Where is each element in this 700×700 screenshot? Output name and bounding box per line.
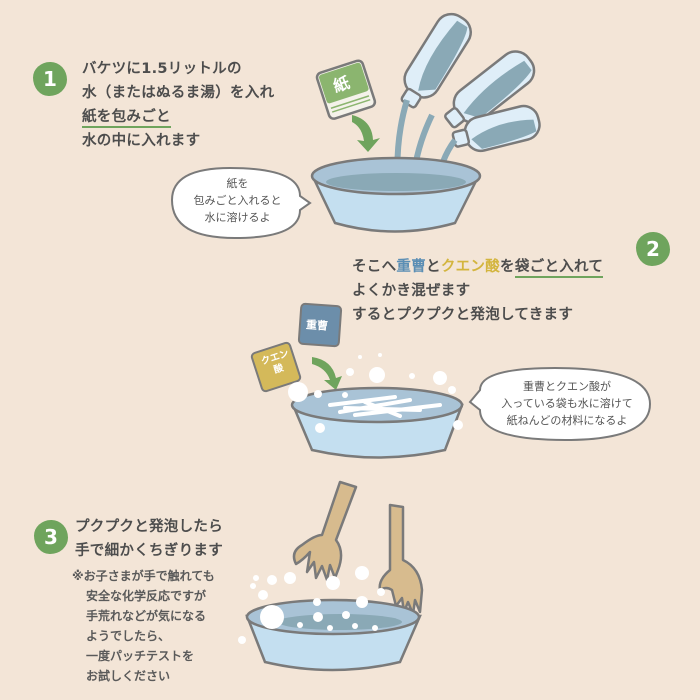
step-2-line: よくかき混ぜます bbox=[352, 283, 471, 299]
bubbles-icon bbox=[238, 566, 385, 644]
step-2-highlight: 袋ごと入れて bbox=[514, 259, 604, 278]
step-2-line: するとプクプクと発泡してきます bbox=[352, 307, 574, 323]
step-2-instructions: そこへ重曹とクエン酸を袋ごと入れて よくかき混ぜます するとプクプクと発泡してき… bbox=[352, 255, 604, 327]
speech-bubble-2 bbox=[468, 366, 652, 442]
baking-soda-pack-icon bbox=[297, 302, 343, 348]
paper-strips-icon bbox=[328, 395, 442, 418]
speech-bubble-1 bbox=[170, 166, 312, 240]
arrow-down-icon bbox=[352, 115, 380, 152]
step-1-badge: 1 bbox=[33, 62, 67, 96]
citric-acid-pack-icon bbox=[250, 341, 302, 393]
speech-bubble-1-text: 紙を 包みごと入れると 水に溶けるよ bbox=[193, 177, 282, 224]
arrow-down-icon bbox=[312, 357, 342, 390]
baking-soda-pack-label: 重曹 bbox=[305, 318, 329, 333]
baking-soda-text: 重曹 bbox=[396, 259, 427, 275]
bubbles-icon bbox=[288, 353, 463, 433]
hand-icon bbox=[292, 480, 424, 616]
basin-icon bbox=[290, 386, 464, 459]
step-1-line: バケツに1.5リットルの bbox=[82, 61, 242, 77]
water-bottle-icon bbox=[400, 12, 541, 153]
step-1-line-highlight: 紙を包みごと bbox=[82, 109, 171, 128]
step-2-badge: 2 bbox=[636, 232, 670, 266]
paper-pack-icon bbox=[315, 59, 377, 120]
step-3-caution-note: ※お子さまが手で触れても 安全な化学反応ですが 手荒れなどが気になる ようでした… bbox=[72, 569, 215, 683]
speech-bubble-2-text: 重曹とクエン酸が 入っている袋も水に溶けて 紙ねんどの材料になるよ bbox=[501, 380, 633, 427]
basin-icon bbox=[310, 156, 482, 233]
step-3-badge: 3 bbox=[34, 520, 68, 554]
step-1-line: 水（またはぬるま湯）を入れ bbox=[82, 85, 275, 101]
citric-acid-text: クエン酸 bbox=[440, 259, 501, 275]
step-3-instructions: プクプクと発泡したら 手で細かくちぎります bbox=[75, 519, 223, 559]
step-1-line: 水の中に入れます bbox=[82, 133, 201, 149]
step-1-instructions: バケツに1.5リットルの 水（またはぬるま湯）を入れ 紙を包みごと 水の中に入れ… bbox=[82, 57, 274, 153]
